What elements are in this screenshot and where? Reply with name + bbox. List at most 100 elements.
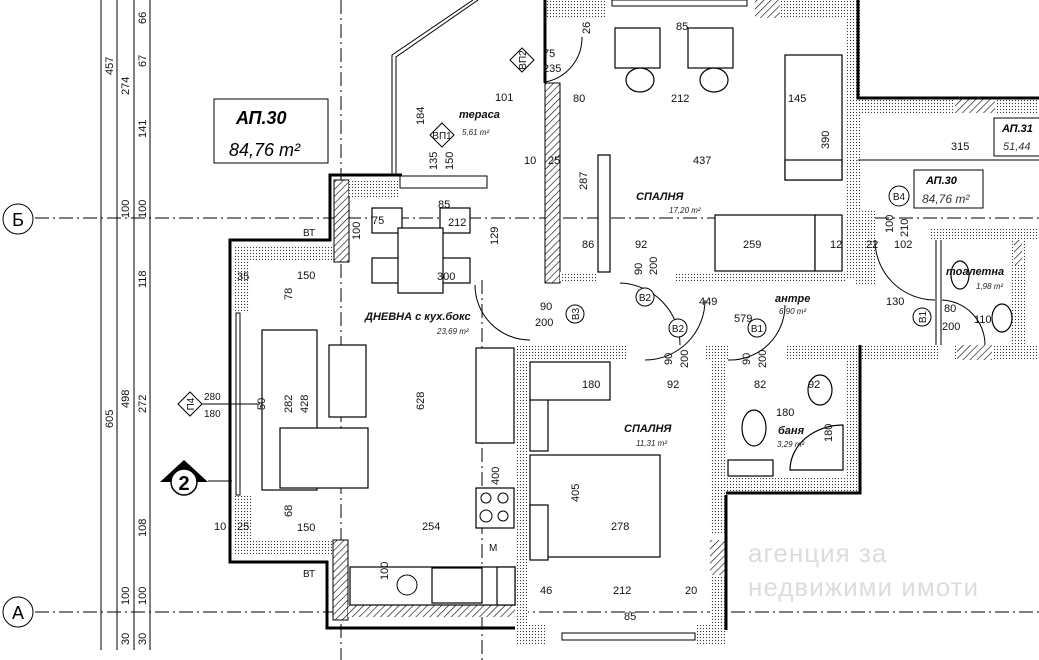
room-labels: тераса 5,61 m² СПАЛНЯ 17,20 m² ДНЕВНА с … xyxy=(364,109,1004,449)
element-tags: ВП1 ВП2 П4 280 180 В2 В2 В3 В1 В1 В4 ВТ … xyxy=(177,47,932,580)
dimension-labels: 457 274 66 67 141 100 100 118 605 498 27… xyxy=(104,12,992,645)
dimension: 46 xyxy=(540,585,552,597)
apartment-label-small: АП.30 84,76 m² xyxy=(913,169,984,209)
dimension: 200 xyxy=(535,317,553,329)
dimension: 200 xyxy=(679,350,691,368)
dimension: 92 xyxy=(667,379,679,391)
neighbor-name: АП.31 xyxy=(1001,123,1033,135)
fridge xyxy=(496,566,516,606)
dimension: 129 xyxy=(489,227,501,245)
dimension: 102 xyxy=(894,239,912,251)
apartment-label: АП.30 84,76 m² xyxy=(213,98,329,164)
stove xyxy=(475,487,515,529)
chair xyxy=(699,67,729,93)
dimension: 254 xyxy=(422,521,440,533)
dimension: 200 xyxy=(648,257,660,275)
dimension: 26 xyxy=(581,22,593,34)
dimension: 315 xyxy=(951,141,969,153)
dimension: 210 xyxy=(899,219,911,237)
tag-p4-height: 180 xyxy=(204,409,221,420)
tag-b1: В1 xyxy=(918,310,929,323)
dimension: 498 xyxy=(120,390,132,408)
tag-p4: П4 xyxy=(186,397,197,410)
dimension: 200 xyxy=(942,321,960,333)
room-name: ДНЕВНА с кух.бокс xyxy=(364,311,471,323)
washing-machine xyxy=(396,574,418,596)
nightstand xyxy=(529,504,549,561)
apartment-name: АП.30 xyxy=(925,175,958,187)
tag-vp1: ВП1 xyxy=(432,131,452,142)
room-name: СПАЛНЯ xyxy=(636,191,684,203)
room-area: 3,29 m² xyxy=(777,440,804,449)
dimension: 20 xyxy=(685,585,697,597)
tag-vp2: ВП2 xyxy=(518,50,529,70)
dimension: 10 xyxy=(524,155,536,167)
dimension: 30 xyxy=(120,633,132,645)
toilet xyxy=(950,260,970,290)
kitchen-counter xyxy=(475,347,515,444)
dimension: 25 xyxy=(548,155,560,167)
dimension: 108 xyxy=(137,519,149,537)
room-name: тоалетна xyxy=(946,266,1004,278)
apartment-area: 84,76 m² xyxy=(229,140,301,160)
dimension: 212 xyxy=(671,93,689,105)
dimension: 282 xyxy=(283,395,295,413)
wardrobe xyxy=(529,361,611,401)
dimension: 100 xyxy=(379,562,391,580)
dimension: 85 xyxy=(624,611,636,623)
coffee-table xyxy=(328,344,367,418)
dimension: 68 xyxy=(283,505,295,517)
dimension: 145 xyxy=(788,93,806,105)
room-area: 1,98 m² xyxy=(976,282,1003,291)
dimension: 150 xyxy=(297,522,315,534)
apartment-name: АП.30 xyxy=(235,108,287,128)
dimension: 100 xyxy=(351,222,363,240)
apartment-area: 84,76 m² xyxy=(922,192,970,206)
neighbor-area: 51,44 xyxy=(1003,141,1031,153)
dimension: 100 xyxy=(884,215,896,233)
dimension: 90 xyxy=(633,263,645,275)
dimension: 184 xyxy=(415,107,427,125)
room-name: антре xyxy=(775,293,810,305)
dimension: 10 xyxy=(214,521,226,533)
room-name: баня xyxy=(778,425,805,437)
section-number: 2 xyxy=(178,473,189,495)
dimension: 75 xyxy=(372,215,384,227)
neighbor-apartment-label: АП.31 51,44 xyxy=(993,117,1039,157)
room-area: 5,61 m² xyxy=(462,128,489,137)
dimension: 628 xyxy=(415,392,427,410)
dimension: 30 xyxy=(137,633,149,645)
dimension: 22 xyxy=(866,239,878,251)
axis-a-label: А xyxy=(12,603,24,623)
axis-b-label: Б xyxy=(12,210,24,230)
dimension: 405 xyxy=(570,484,582,502)
dimension: 259 xyxy=(743,239,761,251)
dimension: 100 xyxy=(120,200,132,218)
dimension: 25 xyxy=(237,521,249,533)
room-area: 6,90 m² xyxy=(779,307,806,316)
dimension: 100 xyxy=(120,587,132,605)
tag-p4-width: 280 xyxy=(204,392,221,403)
dimension: 579 xyxy=(734,313,752,325)
dimension: 135 xyxy=(428,152,440,170)
dimension: 100 xyxy=(137,587,149,605)
dimension: 80 xyxy=(944,303,956,315)
dimension: 12 xyxy=(830,239,842,251)
dimension: 66 xyxy=(137,12,149,24)
room-area: 11,31 m² xyxy=(636,439,667,448)
nightstand xyxy=(529,395,549,452)
toilet xyxy=(741,409,767,447)
dimension: 278 xyxy=(611,521,629,533)
dimension: 110 xyxy=(974,314,992,326)
tag-b1: В1 xyxy=(751,324,764,335)
desk xyxy=(614,27,661,69)
washbasin xyxy=(991,303,1013,333)
bed xyxy=(529,454,661,558)
tag-m: M xyxy=(489,543,497,554)
tag-vt: ВТ xyxy=(303,569,315,580)
dimension: 141 xyxy=(137,120,149,138)
dimension: 50 xyxy=(256,398,268,410)
walls xyxy=(228,0,1039,645)
washbasin xyxy=(727,459,774,477)
